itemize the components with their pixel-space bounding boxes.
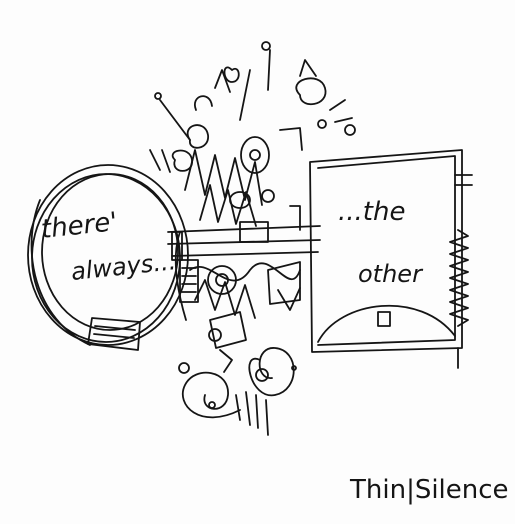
bottom-spirals: [178, 347, 297, 436]
signature-text: Thin|Silence: [349, 475, 509, 505]
left-text-line-2: always...: [70, 247, 178, 286]
left-circle-group: [27, 164, 189, 351]
right-text-line-1: ...the: [338, 197, 405, 227]
left-text-line-1: there': [40, 207, 119, 245]
right-box-group: [309, 149, 473, 369]
top-flowers: [149, 41, 356, 173]
right-text-line-2: other: [358, 260, 424, 288]
center-scribbles: [174, 136, 301, 349]
